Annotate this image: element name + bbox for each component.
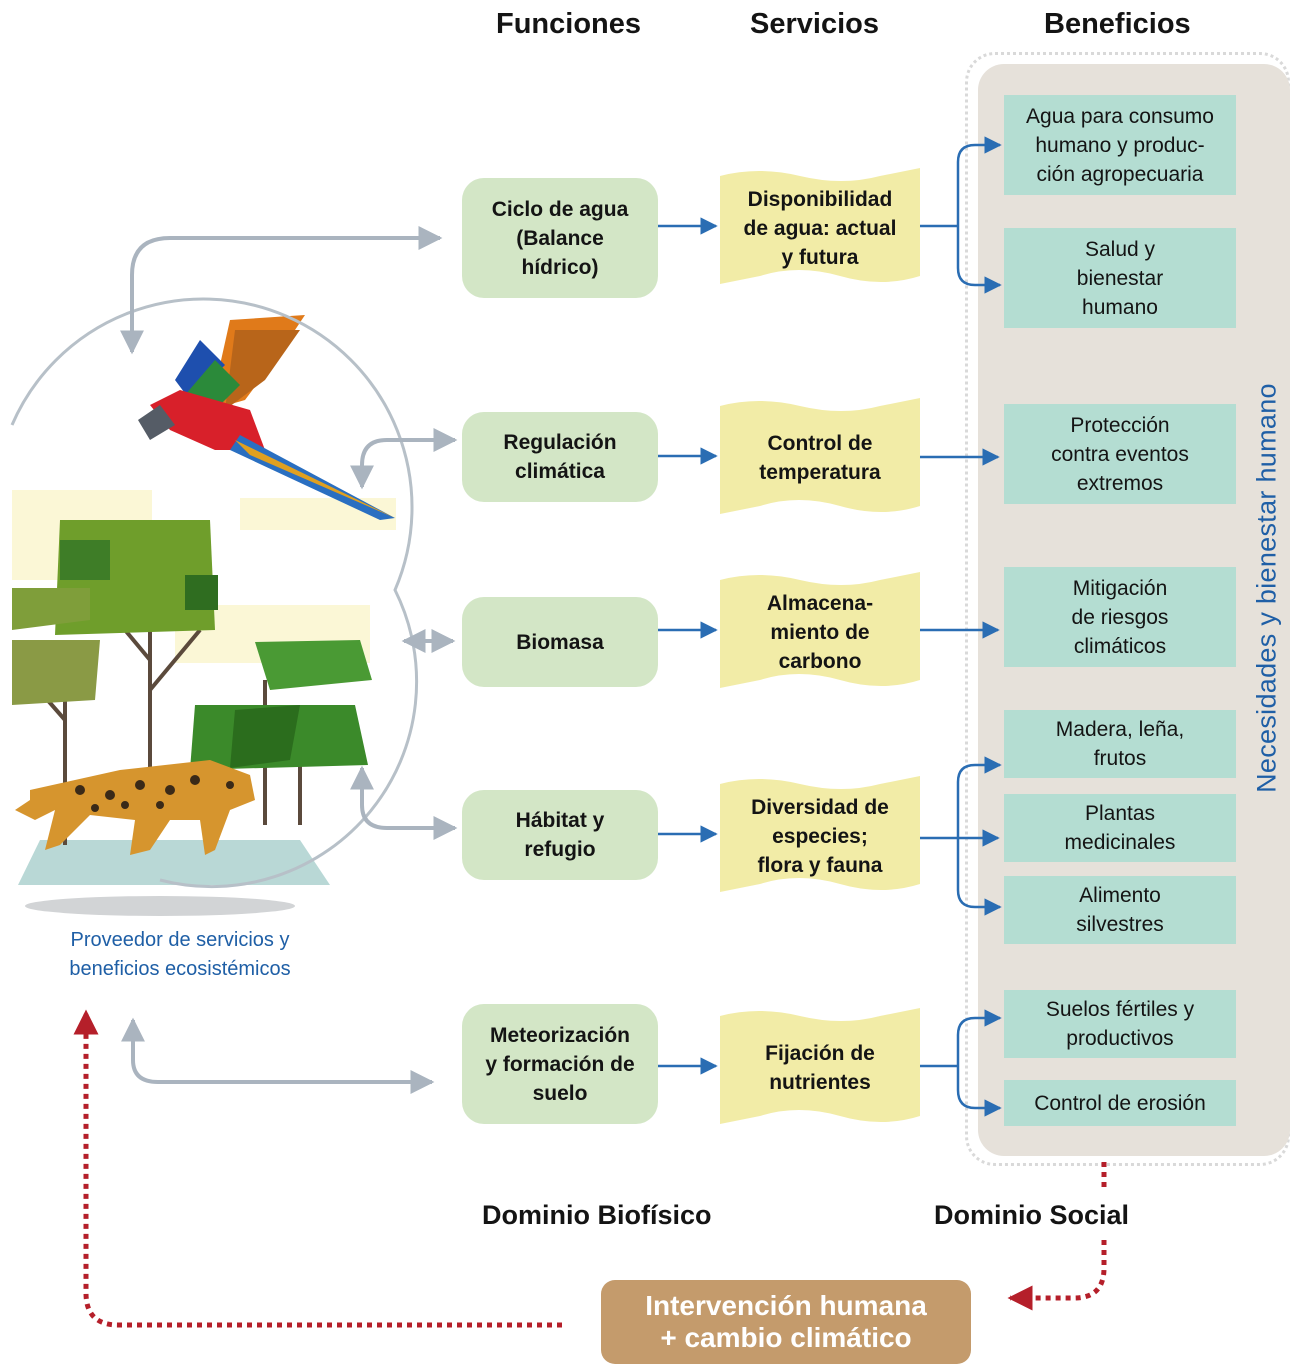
beneficio-control-erosion: Control de erosión xyxy=(1004,1080,1236,1126)
jaguar xyxy=(15,760,255,855)
provider-caption: Proveedor de servicios y beneficios ecos… xyxy=(69,929,291,980)
ground-shadow xyxy=(25,896,295,916)
header-funciones: Funciones xyxy=(496,8,642,40)
gray-connectors xyxy=(120,226,458,1094)
intervention-box: Intervención humana+ cambio climático xyxy=(601,1280,971,1364)
service-shapes xyxy=(720,168,920,1124)
blue-arrows-services-benefits xyxy=(920,136,1002,1117)
header-servicios: Servicios xyxy=(750,8,879,40)
tree-canopy xyxy=(255,640,372,690)
tree-canopy xyxy=(12,640,100,705)
domain-biofisico: Dominio Biofísico xyxy=(482,1200,712,1230)
beneficio-madera-lena: Madera, leña,frutos xyxy=(1004,710,1236,778)
macaw xyxy=(138,315,395,520)
funcion-biomasa: Biomasa xyxy=(462,597,658,687)
red-dotted-feedback xyxy=(73,1009,1107,1328)
ground-patch xyxy=(18,840,330,885)
header-beneficios: Beneficios xyxy=(1044,8,1191,40)
domain-social: Dominio Social xyxy=(934,1200,1130,1230)
tree-canopy xyxy=(12,588,90,630)
blue-arrows-functions-services xyxy=(658,217,718,1075)
ecosystem-illustration xyxy=(10,297,419,916)
